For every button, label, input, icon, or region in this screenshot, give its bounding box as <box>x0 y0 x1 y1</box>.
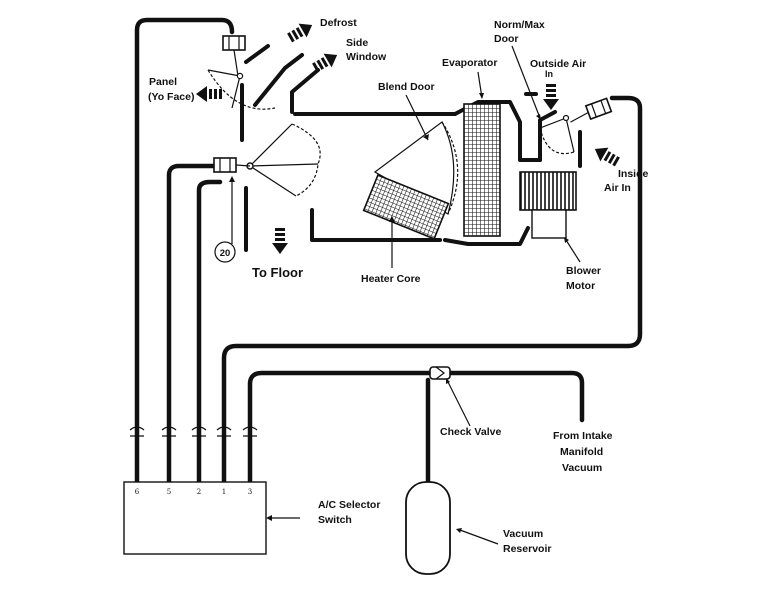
intake-vacuum-label: From Intake <box>553 430 613 442</box>
switch-port-label: 5 <box>167 488 171 496</box>
leader-lines <box>229 45 581 545</box>
hose-port-3 <box>247 370 433 485</box>
heater-core <box>362 174 450 240</box>
outside-air-actuator <box>570 97 613 123</box>
defrost-arrow-icon <box>287 23 313 43</box>
switch-port-label: 6 <box>135 488 140 496</box>
switch-port-label: 2 <box>197 488 201 496</box>
blower-wheel <box>519 171 577 211</box>
switch-port-label: 3 <box>248 488 252 496</box>
outside-air-label: Outside Air <box>530 58 586 70</box>
selector-switch-label: Switch <box>318 514 352 526</box>
intake-vacuum-label: Manifold <box>560 446 603 458</box>
inside-air-arrow-icon <box>594 147 620 167</box>
norm-max-door <box>539 114 575 155</box>
ac-selector-switch <box>123 481 267 555</box>
switch-port-label: 1 <box>222 488 226 496</box>
norm-max-door-label: Norm/Max <box>494 19 545 31</box>
duct-housing <box>240 44 582 252</box>
panel-label: Panel <box>149 76 177 88</box>
norm-max-door-label: Door <box>494 33 519 45</box>
defrost-label: Defrost <box>320 17 357 29</box>
vacuum-reservoir-label: Reservoir <box>503 543 551 555</box>
floor-arrow-icon <box>272 228 288 254</box>
hose-port-6 <box>134 17 235 485</box>
vacuum-reservoir-label: Vacuum <box>503 528 543 540</box>
blower-motor-label: Motor <box>566 280 595 292</box>
panel-floor-actuator <box>213 157 251 173</box>
defrost-door <box>207 69 276 110</box>
blend-door-label: Blend Door <box>378 81 435 93</box>
blower-motor <box>531 209 567 239</box>
hose-port-1 <box>221 95 643 485</box>
blower-motor-label: Blower <box>566 265 601 277</box>
to-floor-label: To Floor <box>252 265 303 280</box>
side-window-arrow-icon <box>312 53 338 73</box>
vacuum-hoses <box>134 17 643 485</box>
callout-20-text: 20 <box>220 248 231 259</box>
airflow-arrows <box>196 23 620 254</box>
outside-air-arrow-icon <box>543 84 559 110</box>
outside-air-label: In <box>545 69 553 79</box>
blend-door <box>373 121 459 215</box>
panel-label: (Yo Face) <box>148 91 194 103</box>
intake-vacuum-label: Vacuum <box>562 462 602 474</box>
inside-air-label: Inside <box>618 168 649 180</box>
check-valve <box>429 366 451 380</box>
hose-port-2 <box>196 179 223 485</box>
vacuum-reservoir <box>405 481 451 575</box>
defrost-actuator <box>222 35 246 80</box>
side-window-label: Window <box>346 51 387 63</box>
panel-floor-door <box>246 123 321 197</box>
hose-intake <box>447 370 585 423</box>
evaporator-core <box>463 103 501 237</box>
hose-port-5 <box>166 163 217 485</box>
evaporator-label: Evaporator <box>442 57 497 69</box>
inside-air-label: Air In <box>604 182 631 194</box>
heater-core-label: Heater Core <box>361 273 421 285</box>
panel-arrow-icon <box>196 86 222 102</box>
hose-connectors <box>129 426 258 437</box>
side-window-label: Side <box>346 37 368 49</box>
selector-switch-label: A/C Selector <box>318 499 380 511</box>
callout-20-badge <box>214 241 236 263</box>
check-valve-label: Check Valve <box>440 426 501 438</box>
